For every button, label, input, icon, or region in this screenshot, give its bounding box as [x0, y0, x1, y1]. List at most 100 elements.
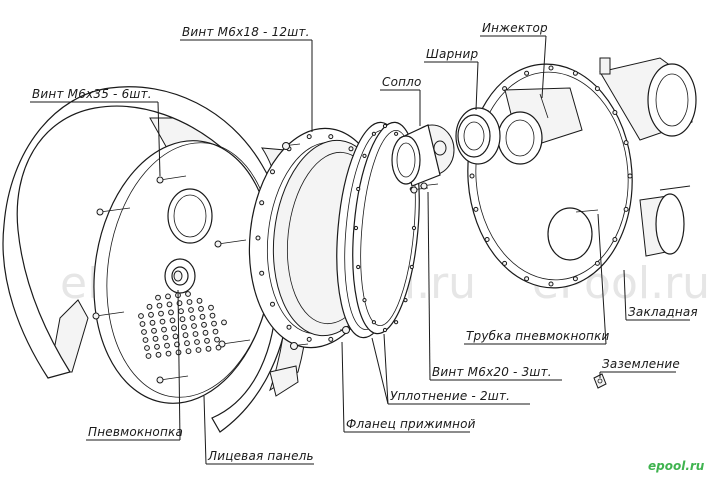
- perforation-hole: [156, 302, 163, 309]
- perforation-hole: [202, 329, 209, 336]
- perforation-grid: [138, 291, 227, 359]
- label-sharnir: Шарнир: [426, 47, 478, 61]
- perforation-hole: [189, 315, 196, 321]
- embedded-hole: [627, 173, 633, 179]
- perforation-hole: [165, 293, 171, 300]
- embedded-hole: [594, 86, 600, 92]
- perforation-hole: [149, 319, 156, 326]
- flange-hole: [328, 134, 334, 140]
- seal-hole: [409, 264, 414, 270]
- label-vint-m6x20: Винт М6х20 - 3шт.: [432, 365, 552, 379]
- flange-hole: [328, 336, 334, 342]
- perforation-hole: [152, 335, 159, 342]
- perforation-hole: [204, 337, 210, 344]
- embedded-hole: [623, 140, 629, 146]
- perforation-hole: [194, 339, 200, 345]
- seal-hole: [356, 186, 361, 192]
- perforation-hole: [155, 351, 162, 358]
- flange-hole: [348, 146, 354, 152]
- perforation-hole: [144, 345, 150, 351]
- perforation-hole: [215, 344, 222, 351]
- seal-hole: [394, 320, 399, 325]
- perforation-hole: [188, 307, 194, 313]
- perforation-hole: [209, 312, 216, 319]
- flange-hole: [306, 134, 312, 140]
- embedded-hole: [548, 65, 554, 71]
- embedded-part: [455, 57, 697, 289]
- flange-hole: [255, 235, 261, 241]
- embedded-hole: [524, 70, 530, 76]
- embedded-hole: [572, 70, 578, 76]
- seal-hole: [394, 131, 399, 136]
- nozzle: [391, 124, 455, 187]
- seal-hole: [371, 320, 376, 325]
- label-soplo: Сопло: [382, 75, 422, 89]
- perforation-hole: [174, 341, 180, 348]
- front-panel: [2, 86, 311, 433]
- embedded-hole: [524, 276, 530, 282]
- flange-hole: [306, 336, 312, 342]
- perforation-hole: [179, 316, 186, 323]
- perforation-hole: [186, 299, 193, 305]
- embedded-hole: [502, 260, 508, 266]
- perforation-hole: [192, 331, 199, 337]
- leader-lines: [30, 35, 690, 465]
- perforation-hole: [138, 313, 144, 319]
- embedded-hole: [548, 281, 554, 287]
- flange-hole: [259, 200, 265, 206]
- screws-m6x35: [92, 175, 251, 384]
- screws-m6x20: [409, 182, 439, 194]
- label-pnevmoknopka: Пневмокнопка: [88, 425, 183, 439]
- perforation-hole: [172, 333, 179, 340]
- perforation-hole: [154, 343, 160, 350]
- seal-hole: [353, 225, 359, 231]
- perforation-hole: [201, 321, 207, 328]
- label-uplotnenie: Уплотнение - 2шт.: [390, 389, 510, 403]
- label-zazemlenie: Заземление: [602, 357, 680, 371]
- perforation-hole: [146, 303, 153, 310]
- perforation-hole: [182, 332, 189, 339]
- perforation-hole: [161, 326, 167, 333]
- perforation-hole: [158, 310, 164, 317]
- label-zakladnaya: Закладная: [628, 305, 698, 319]
- seal-hole: [382, 327, 388, 333]
- flange-hole: [286, 324, 292, 330]
- label-injector: Инжектор: [482, 21, 548, 35]
- embedded-hole: [572, 276, 578, 282]
- perforation-hole: [155, 294, 161, 301]
- perforation-hole: [148, 311, 154, 318]
- perforation-hole: [166, 301, 173, 308]
- flange-hole: [270, 169, 275, 175]
- flange-hole: [259, 270, 265, 276]
- perforation-hole: [171, 325, 177, 332]
- seal-hole: [371, 131, 376, 136]
- perforation-hole: [181, 324, 187, 331]
- perforation-hole: [141, 329, 147, 335]
- perforation-hole: [212, 328, 219, 335]
- perforation-hole: [142, 337, 149, 343]
- perforation-hole: [198, 305, 204, 312]
- seal-hole: [356, 264, 361, 270]
- perforation-hole: [211, 320, 217, 327]
- seal-hole: [382, 123, 388, 129]
- label-vint-m6x18: Винт М6х18 - 12шт.: [182, 25, 310, 39]
- embedded-hole: [612, 110, 618, 115]
- perforation-hole: [151, 327, 157, 334]
- perforation-hole: [159, 318, 166, 325]
- perforation-hole: [168, 309, 174, 316]
- perforation-hole: [195, 347, 202, 353]
- seal-holes: [353, 123, 417, 333]
- embedded-hole: [623, 206, 629, 212]
- perforation-hole: [205, 345, 212, 352]
- perforation-hole: [145, 353, 152, 359]
- perforation-hole: [184, 340, 190, 347]
- perforation-hole: [185, 348, 192, 355]
- perforation-hole: [139, 321, 146, 327]
- ground-terminal: [593, 373, 607, 389]
- perforation-hole: [178, 308, 184, 315]
- embedded-hole: [473, 206, 479, 212]
- embedded-hole: [594, 260, 600, 266]
- perforation-hole: [199, 313, 206, 320]
- flange-hole: [270, 301, 275, 307]
